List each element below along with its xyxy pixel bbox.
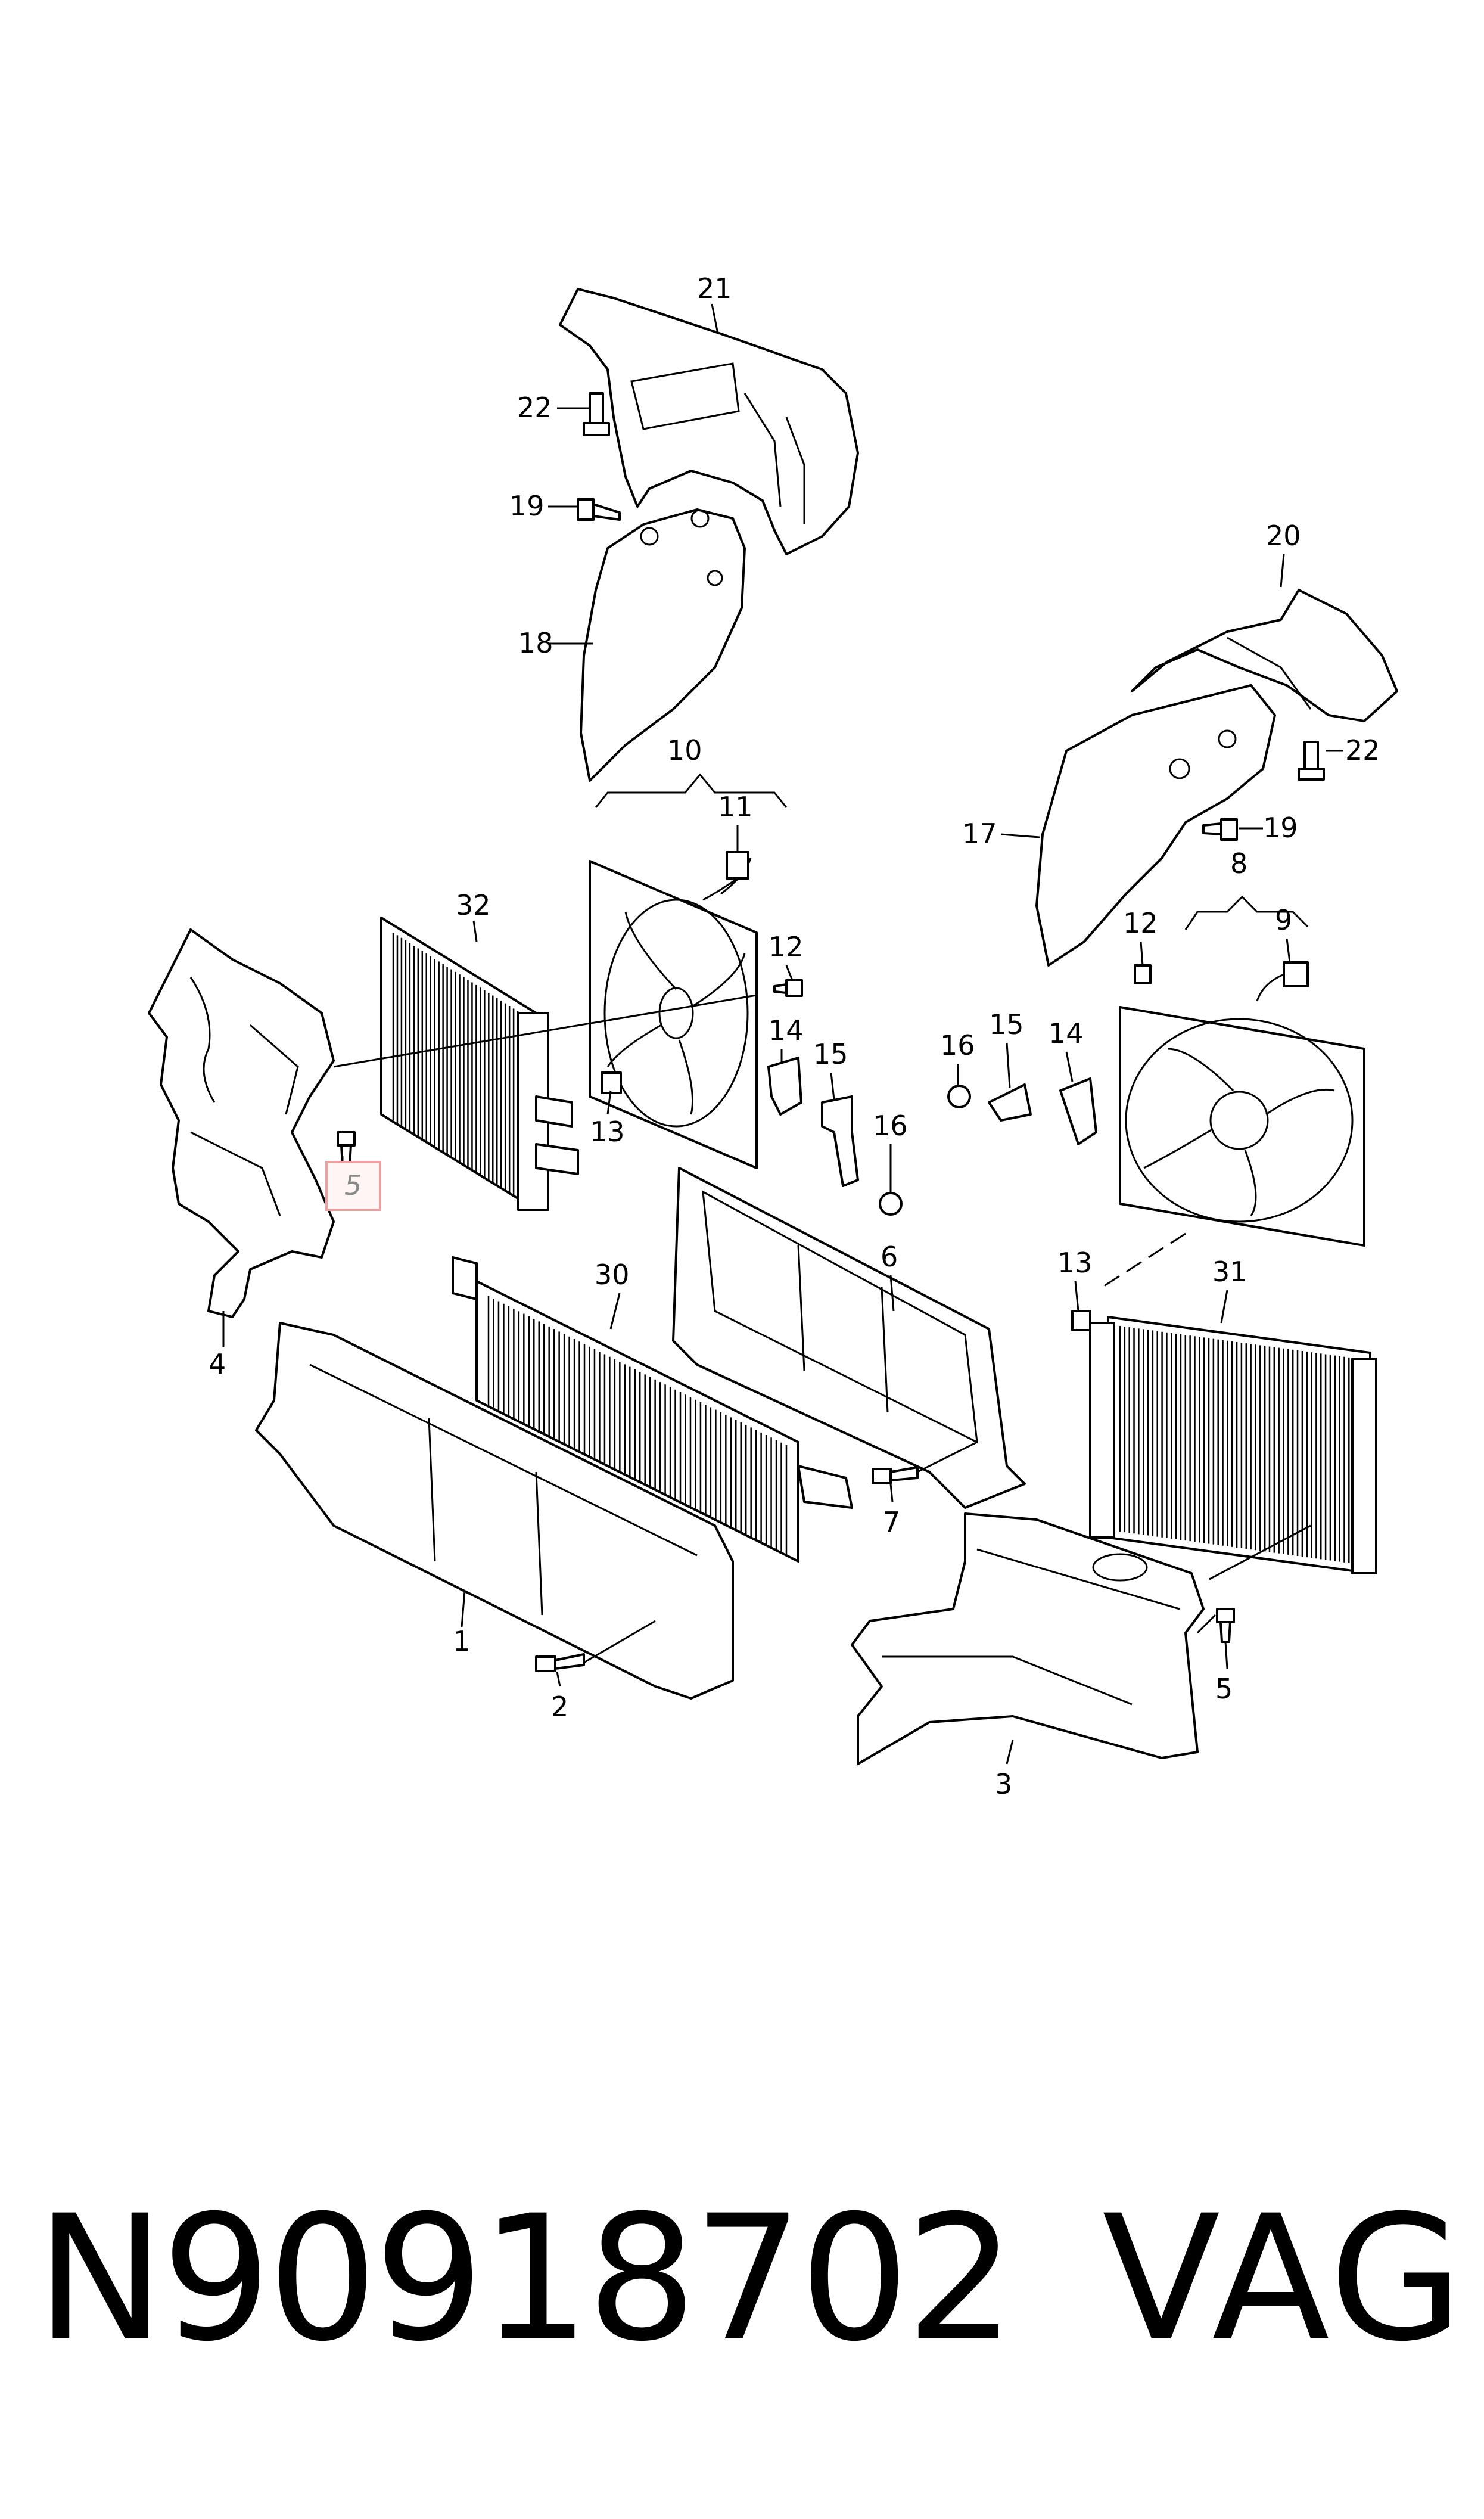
bolt-22-top-right bbox=[1298, 741, 1325, 781]
brand-name: VAG bbox=[1102, 2179, 1466, 2380]
callout-7: 7 bbox=[883, 1506, 900, 1538]
part-18-air-guide-left bbox=[580, 508, 746, 782]
callout-11: 11 bbox=[718, 791, 753, 823]
part-16-nut-right bbox=[947, 1085, 971, 1108]
screw-2 bbox=[535, 1653, 585, 1672]
callout-30: 30 bbox=[595, 1259, 630, 1291]
callout-14-left: 14 bbox=[769, 1014, 804, 1046]
part-10-fan-shroud bbox=[589, 858, 758, 1169]
callout-8: 8 bbox=[1230, 847, 1247, 880]
part-1-lower-air-guide bbox=[255, 1322, 734, 1700]
callout-18: 18 bbox=[518, 627, 553, 659]
callout-5-left-highlighted: 5 bbox=[344, 1169, 362, 1201]
callout-17: 17 bbox=[962, 818, 997, 850]
callout-22-top-right: 22 bbox=[1345, 734, 1380, 766]
part-20-air-duct-upper-right bbox=[1131, 589, 1398, 722]
part-3-side-air-guide-right bbox=[851, 1512, 1205, 1765]
callout-31: 31 bbox=[1212, 1256, 1247, 1288]
callout-6: 6 bbox=[881, 1241, 898, 1273]
part-32-radiator-left bbox=[380, 917, 579, 1211]
part-14-bracket-left bbox=[767, 1057, 802, 1116]
callout-16-right: 16 bbox=[940, 1029, 975, 1061]
part-4-side-air-guide bbox=[148, 928, 335, 1318]
part-8-fan-shroud-right bbox=[1119, 1006, 1365, 1247]
callout-32: 32 bbox=[456, 889, 491, 921]
screw-5-left bbox=[337, 1131, 356, 1166]
part-30-intercooler bbox=[452, 1256, 853, 1563]
leader-lines bbox=[222, 303, 1343, 1765]
screw-5-right bbox=[1216, 1608, 1235, 1643]
callout-10: 10 bbox=[667, 734, 702, 766]
part-16-nut-left bbox=[879, 1192, 903, 1216]
intercooler-30-fins bbox=[487, 1296, 788, 1555]
callout-3: 3 bbox=[995, 1768, 1012, 1800]
part-9-sensor-right bbox=[1256, 961, 1309, 1002]
callout-labels: 21 22 19 18 20 22 19 17 10 11 32 12 14 1… bbox=[209, 272, 1380, 1800]
bolt-22-top-left bbox=[583, 392, 610, 436]
part-12-bolt-left bbox=[773, 979, 803, 997]
part-13-clip-right bbox=[1071, 1310, 1091, 1331]
callout-16-left: 16 bbox=[873, 1110, 908, 1142]
callout-14-right: 14 bbox=[1049, 1017, 1084, 1049]
part-11-sensor-left bbox=[702, 851, 749, 901]
callout-15-right: 15 bbox=[989, 1008, 1024, 1040]
callout-9: 9 bbox=[1275, 904, 1292, 936]
callout-13-left: 13 bbox=[590, 1116, 625, 1148]
part-number: N90918702 bbox=[36, 2179, 1016, 2380]
part-17-air-guide-right bbox=[1035, 684, 1276, 967]
callout-22-top-left: 22 bbox=[517, 392, 552, 424]
callout-12-right: 12 bbox=[1123, 907, 1158, 939]
callout-19-top-left: 19 bbox=[509, 490, 545, 522]
callout-15-left: 15 bbox=[813, 1038, 848, 1070]
bolt-19-top-right bbox=[1202, 818, 1238, 841]
callout-19-top-right: 19 bbox=[1263, 812, 1298, 844]
part-12-bolt-right bbox=[1134, 964, 1152, 984]
radiator-31-fins bbox=[1119, 1326, 1359, 1564]
callout-20: 20 bbox=[1266, 520, 1301, 552]
callout-4: 4 bbox=[209, 1348, 226, 1380]
callout-21: 21 bbox=[697, 272, 732, 305]
callout-5-right: 5 bbox=[1215, 1673, 1233, 1705]
callout-13-right: 13 bbox=[1057, 1247, 1093, 1279]
bolt-19-top-left bbox=[577, 498, 621, 521]
part-31-radiator-right bbox=[1089, 1316, 1377, 1574]
screw-7 bbox=[872, 1466, 919, 1484]
part-21-air-duct-upper-left bbox=[559, 288, 859, 555]
callout-2: 2 bbox=[551, 1691, 568, 1723]
highlighted-callout-box bbox=[325, 1161, 381, 1211]
part-14-bracket-right bbox=[1059, 1077, 1097, 1145]
part-15-plate-left bbox=[821, 1095, 859, 1187]
callout-1: 1 bbox=[453, 1625, 470, 1657]
callout-12-left: 12 bbox=[769, 931, 804, 963]
part-13-clip-left bbox=[601, 1071, 622, 1094]
part-15-plate-right bbox=[988, 1083, 1032, 1122]
